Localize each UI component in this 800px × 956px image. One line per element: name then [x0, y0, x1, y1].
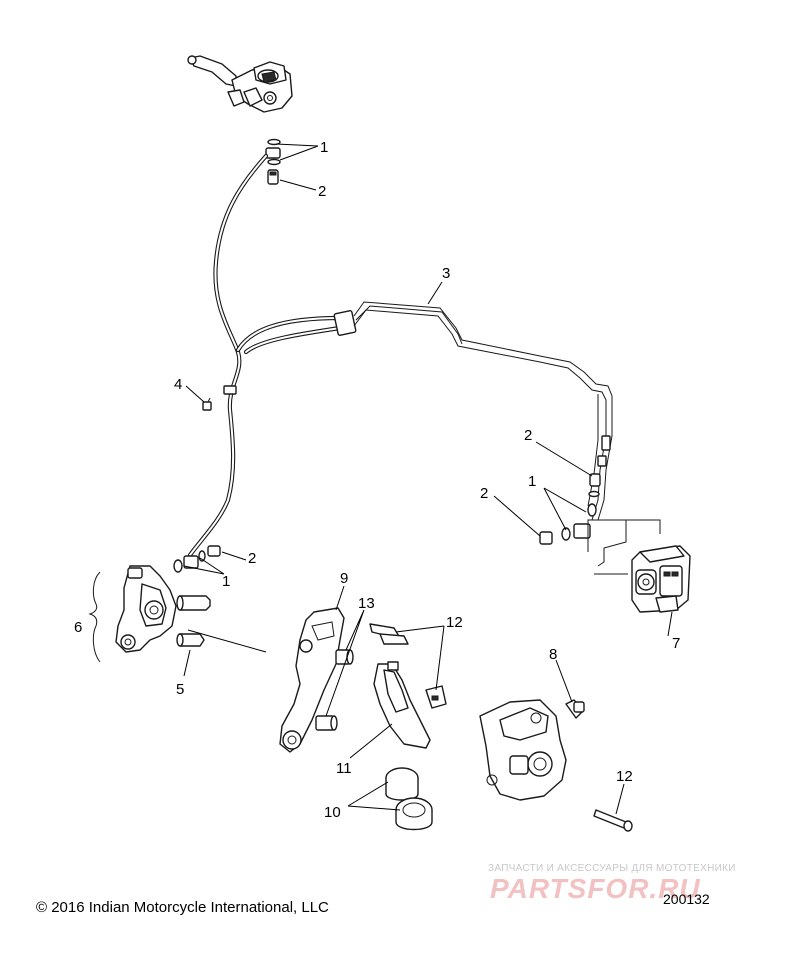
callout-numbers: 1 2 3 4 2 1 2 2 1 6 5 9 13 12 8 7 11 10 …: [74, 139, 680, 821]
callout-2-right-a: 2: [524, 427, 532, 444]
callout-1-top: 1: [320, 139, 328, 156]
callout-11: 11: [336, 760, 352, 777]
abs-module: [587, 519, 691, 613]
retaining-pin: [593, 809, 633, 832]
pad-spring: [369, 623, 447, 709]
upper-banjo-fitting: [265, 138, 281, 185]
assembly-guide-line: [187, 629, 267, 653]
bleeder-valve: [565, 699, 585, 719]
callout-10: 10: [324, 804, 341, 821]
leader-lines: [183, 143, 673, 815]
master-cylinder-assembly: [187, 55, 293, 113]
callout-12-lower: 12: [616, 768, 633, 785]
callout-2-top: 2: [318, 183, 326, 200]
callout-3: 3: [442, 265, 450, 282]
right-caliper-housing: [479, 699, 567, 801]
caliper-pistons: [385, 767, 433, 831]
callout-7: 7: [672, 635, 680, 652]
callout-1-left: 1: [222, 573, 230, 590]
callout-6: 6: [74, 619, 82, 636]
lower-right-banjo-fitting: [539, 473, 601, 545]
callout-8: 8: [549, 646, 557, 663]
callout-5: 5: [176, 681, 184, 698]
mounting-bolt: [202, 397, 212, 411]
callout-13: 13: [358, 595, 375, 612]
figure-number: 200132: [663, 891, 710, 907]
callout-9: 9: [340, 570, 348, 587]
watermark-caption: ЗАПЧАСТИ И АКСЕССУАРЫ ДЛЯ МОТОТЕХНИКИ: [488, 863, 736, 874]
callout-1-right: 1: [528, 473, 536, 490]
left-caliper-assembly: [88, 565, 211, 663]
caliper-bracket: [279, 607, 354, 753]
callout-12-upper: 12: [446, 614, 463, 631]
copyright-notice: © 2016 Indian Motorcycle International, …: [36, 899, 329, 916]
watermark-logo: PARTSFOR.RU: [490, 873, 701, 904]
brake-pads: [373, 661, 431, 749]
callout-4: 4: [174, 376, 182, 393]
callout-2-left: 2: [248, 550, 256, 567]
callout-2-right-b: 2: [480, 485, 488, 502]
brake-lines: [187, 153, 613, 558]
